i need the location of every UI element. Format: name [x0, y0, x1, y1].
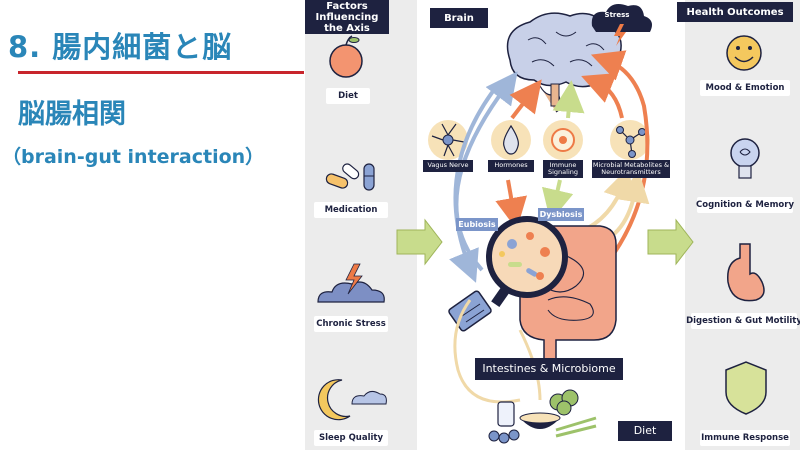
outcomes-heading: Health Outcomes [677, 2, 793, 22]
factor-label-diet: Diet [326, 88, 370, 104]
title-underline [18, 71, 304, 74]
pathway-label-vagus-nerve: Vagus Nerve [423, 160, 473, 172]
outcome-label-mood: Mood & Emotion [700, 80, 790, 96]
diet-center-label: Diet [618, 421, 672, 441]
factors-heading: Factors Influencing the Axis [305, 0, 389, 34]
pathway-label-microbial-metabolites: Microbial Metabolites & Neurotransmitter… [592, 160, 670, 178]
pathway-label-hormones: Hormones [488, 160, 534, 172]
dysbiosis-label: Dysbiosis [538, 208, 584, 221]
outcome-label-cognition: Cognition & Memory [696, 197, 794, 213]
outcome-label-immune: Immune Response [700, 430, 790, 446]
outcome-label-digestion: Digestion & Gut Motility [686, 313, 800, 329]
slide-title: 8. 腸内細菌と脳 [8, 30, 233, 64]
pathway-label-immune-signaling: Immune Signaling [543, 160, 583, 178]
factor-label-medication: Medication [314, 202, 388, 218]
slide-subtitle: 脳腸相関 [18, 99, 126, 130]
factor-label-chronic-stress: Chronic Stress [314, 316, 388, 332]
slide-subtitle-english: （brain-gut interaction） [2, 146, 265, 168]
brain-label: Brain [430, 8, 488, 28]
factors-panel [305, 0, 417, 450]
factor-label-sleep-quality: Sleep Quality [314, 430, 388, 446]
eubiosis-label: Eubiosis [456, 218, 498, 231]
outcomes-panel [685, 0, 800, 450]
intestines-microbiome-label: Intestines & Microbiome [475, 358, 623, 380]
stress-label: Stress [604, 11, 630, 20]
